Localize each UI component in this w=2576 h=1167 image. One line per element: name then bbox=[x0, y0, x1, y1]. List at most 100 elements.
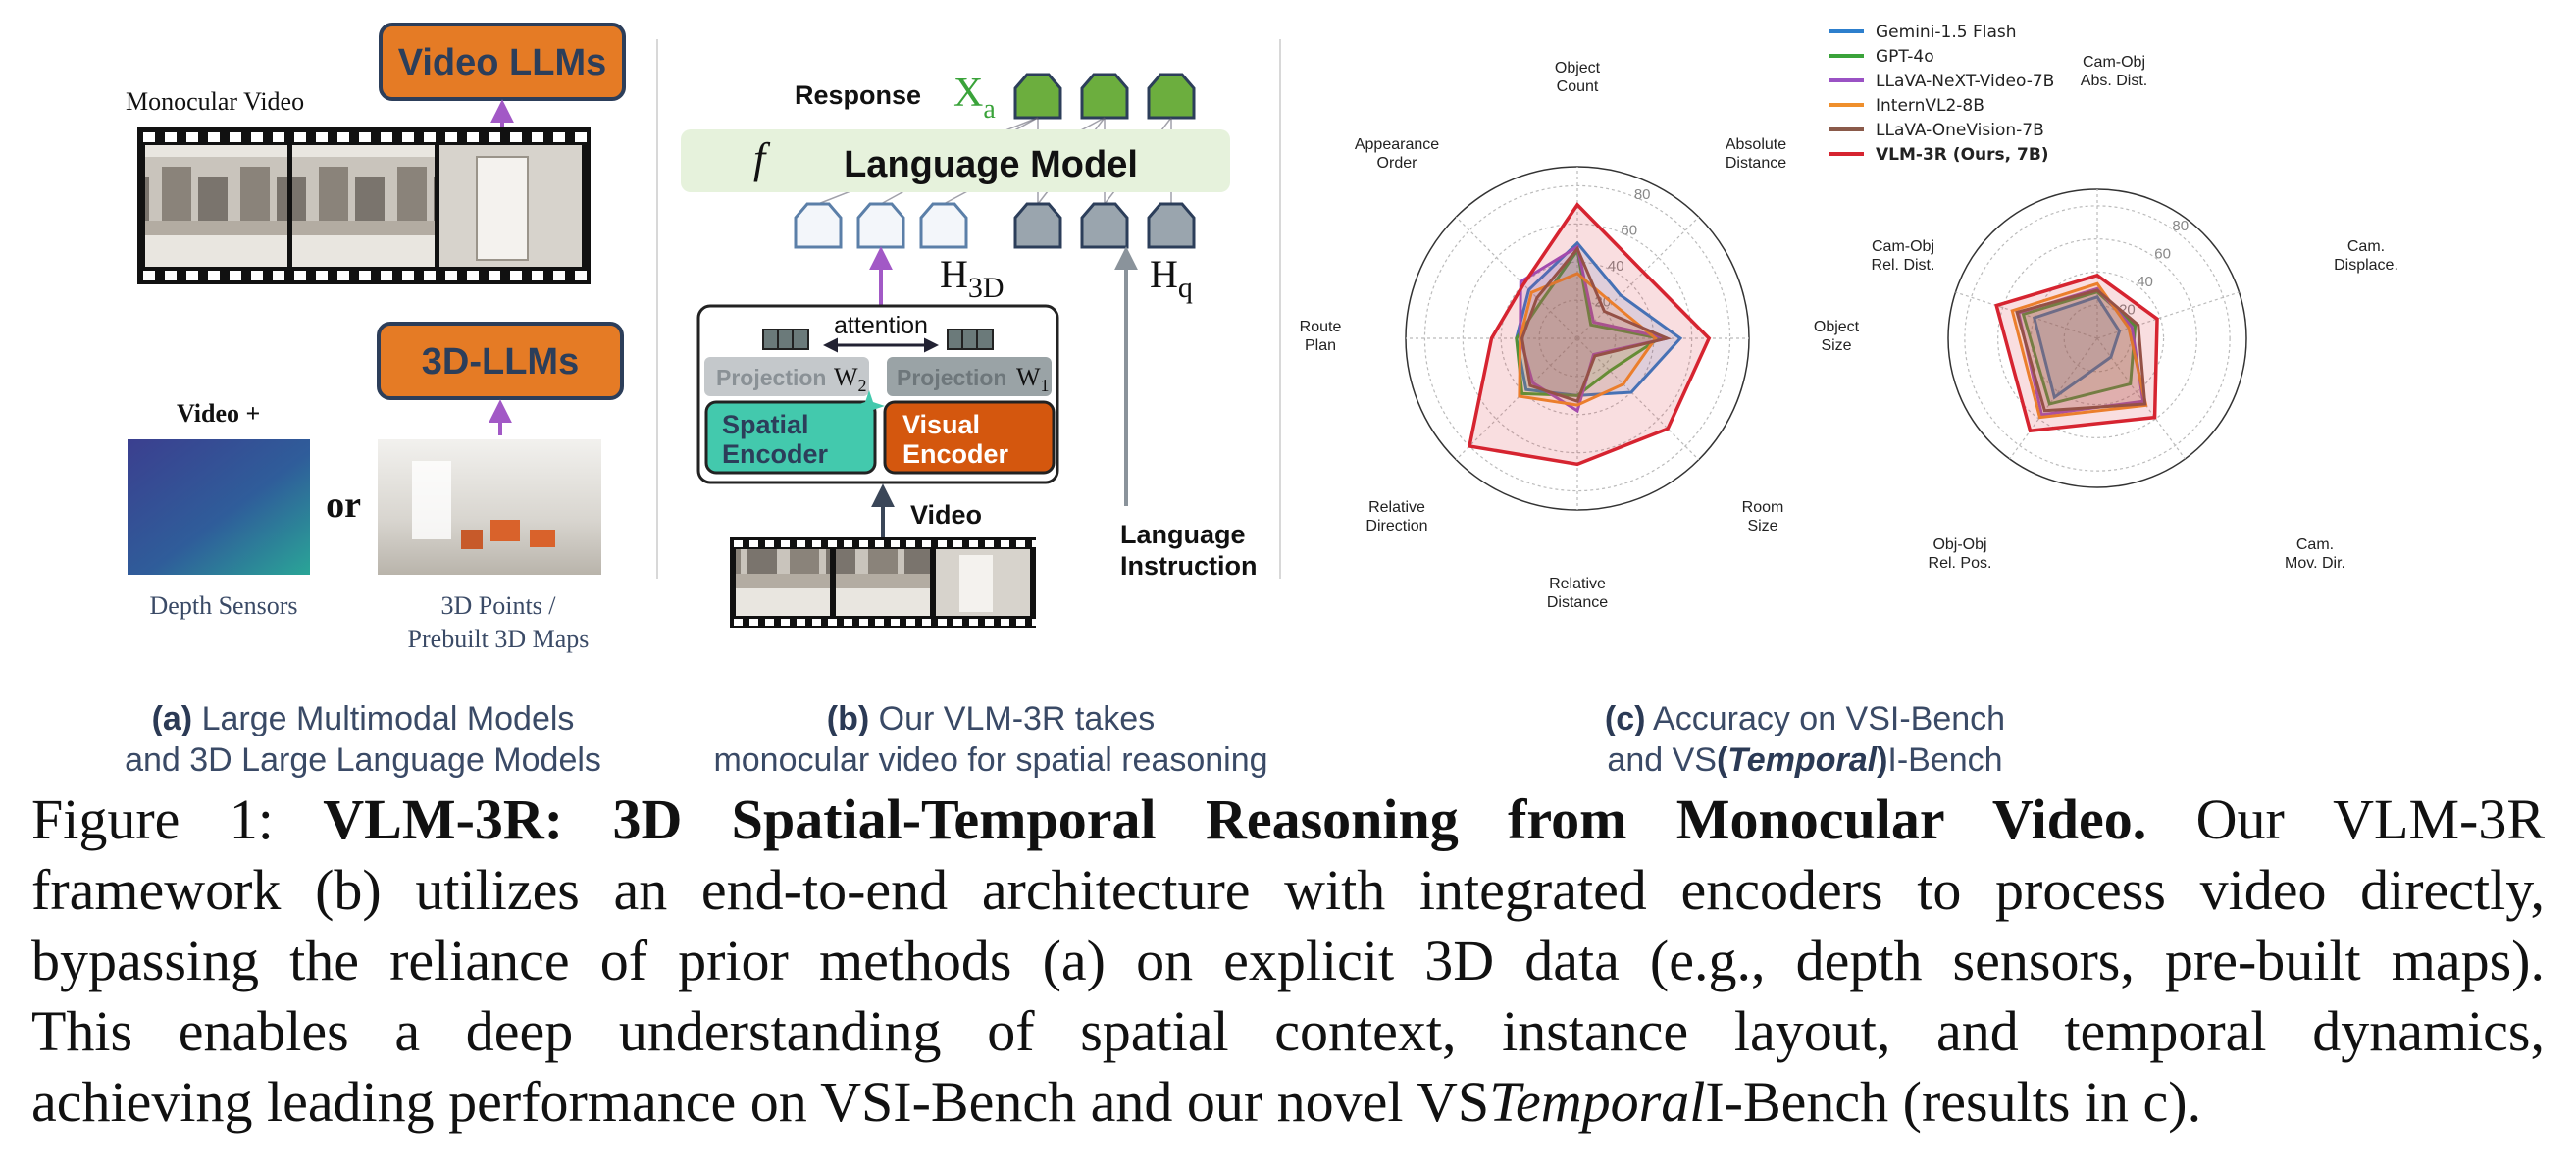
token bbox=[1147, 73, 1196, 120]
radar-axis-label: Cam. bbox=[2347, 238, 2385, 255]
radar-axis-label: Object bbox=[1555, 60, 1601, 76]
radar-series-gpt-4o bbox=[2021, 290, 2138, 406]
sprocket-hole bbox=[765, 619, 774, 626]
sprocket-hole bbox=[922, 619, 931, 626]
sprocket-hole bbox=[812, 619, 821, 626]
radar-tick-label: 80 bbox=[2172, 218, 2189, 234]
radar-tick-label: 60 bbox=[2154, 245, 2171, 262]
sprocket-hole bbox=[489, 132, 500, 142]
hq-label: Hq bbox=[1150, 252, 1193, 304]
radar-series-llava-next-video-7b bbox=[1519, 244, 1668, 414]
spark-icon bbox=[853, 390, 885, 422]
sprocket-hole bbox=[186, 132, 198, 142]
token bbox=[1080, 73, 1129, 120]
sprocket-hole bbox=[1001, 540, 1009, 547]
sprocket-hole bbox=[532, 271, 543, 280]
sprocket-hole bbox=[938, 619, 947, 626]
sprocket-hole bbox=[828, 619, 837, 626]
radar-series-gemini-1-5-flash bbox=[2032, 294, 2122, 400]
legend-entry: LLaVA-OneVision-7B bbox=[1876, 121, 2044, 140]
radar-axis-label: Plan bbox=[1305, 337, 1336, 354]
caption-line-4: This enables a deep understanding of spa… bbox=[31, 999, 2545, 1063]
sprocket-hole bbox=[316, 132, 328, 142]
caption-a: (a) Large Multimodal Models and 3D Large… bbox=[125, 700, 601, 779]
language-instruction-l2: Instruction bbox=[1120, 551, 1258, 581]
radar-axis-label: Absolute bbox=[1726, 136, 1786, 153]
caption-line-1: Figure 1: VLM-3R: 3D Spatial-Temporal Re… bbox=[31, 787, 2546, 851]
spatial-encoder-l2: Encoder bbox=[722, 439, 829, 469]
legend-entry: GPT-4o bbox=[1876, 47, 1934, 67]
radar-spoke bbox=[1576, 337, 1700, 461]
sprocket-hole bbox=[953, 540, 962, 547]
visual-encoder-l1: Visual bbox=[902, 410, 980, 439]
radar-spoke bbox=[2009, 337, 2098, 460]
radar-axis-label: Obj-Obj bbox=[1932, 536, 1986, 553]
w2-label: W2 bbox=[834, 363, 867, 395]
sprocket-hole bbox=[985, 619, 994, 626]
sprocket-hole bbox=[208, 271, 220, 280]
sprocket-hole bbox=[510, 271, 522, 280]
visual-encoder-box bbox=[883, 400, 1056, 475]
token bbox=[794, 202, 843, 249]
sprocket-hole bbox=[1016, 619, 1025, 626]
video-plus-label: Video + bbox=[177, 399, 260, 428]
sprocket-hole bbox=[1001, 619, 1009, 626]
radar-tick-label: 40 bbox=[2137, 274, 2153, 290]
language-model-label: Language Model bbox=[844, 144, 1138, 185]
panel-a: Video LLMs Monocular Video 3D-LLMs Video… bbox=[126, 23, 626, 653]
sprocket-hole bbox=[969, 540, 978, 547]
sprocket-hole bbox=[749, 540, 758, 547]
legend-entry: InternVL2-8B bbox=[1876, 96, 1984, 116]
monocular-video-label: Monocular Video bbox=[126, 87, 304, 116]
sprocket-hole bbox=[575, 271, 587, 280]
radar-series-vlm-3r-ours-7b- bbox=[1467, 202, 1712, 467]
sprocket-hole bbox=[891, 619, 900, 626]
sprocket-hole bbox=[251, 271, 263, 280]
radar-spoke bbox=[1455, 216, 1578, 339]
radar-series-vlm-3r-ours-7b- bbox=[1994, 273, 2159, 433]
legend-entry: LLaVA-NeXT-Video-7B bbox=[1876, 72, 2054, 91]
sprocket-hole bbox=[337, 271, 349, 280]
projection-w2-box bbox=[704, 357, 869, 396]
radar-axis-label: Distance bbox=[1547, 594, 1608, 611]
depth-sensor-image bbox=[128, 439, 310, 575]
radar-axis-label: Cam. bbox=[2296, 536, 2334, 553]
radar-axis-label: Route bbox=[1300, 319, 1342, 335]
panel-b: Response Xa f Language Model H3D Hq atte… bbox=[681, 71, 1258, 628]
sprocket-hole bbox=[273, 271, 284, 280]
sprocket-hole bbox=[953, 619, 962, 626]
token bbox=[1147, 202, 1196, 249]
sprocket-hole bbox=[467, 132, 479, 142]
prebuilt-maps-label: Prebuilt 3D Maps bbox=[408, 625, 590, 653]
chart-legend: Gemini-1.5 FlashGPT-4oLLaVA-NeXT-Video-7… bbox=[1829, 23, 2054, 165]
caption-line-3: bypassing the reliance of prior methods … bbox=[31, 929, 2545, 992]
video-llms-label: Video LLMs bbox=[398, 42, 607, 83]
sprocket-hole bbox=[230, 132, 241, 142]
sprocket-hole bbox=[337, 132, 349, 142]
radar-grid-ring bbox=[1423, 184, 1731, 492]
legend-entry: VLM-3R (Ours, 7B) bbox=[1876, 145, 2049, 165]
radar-axis-label: Rel. Dist. bbox=[1872, 257, 1935, 274]
sprocket-hole bbox=[891, 540, 900, 547]
sprocket-hole bbox=[230, 271, 241, 280]
sprocket-hole bbox=[467, 271, 479, 280]
caption-line-2: framework (b) utilizes an end-to-end arc… bbox=[31, 858, 2545, 922]
sprocket-hole bbox=[1032, 540, 1041, 547]
radar-series-llava-onevision-7b bbox=[1520, 245, 1673, 404]
xa-label: Xa bbox=[953, 71, 996, 125]
sprocket-hole bbox=[424, 132, 436, 142]
projection-w1-box bbox=[887, 357, 1052, 396]
visual-encoder-l2: Encoder bbox=[902, 439, 1009, 469]
sprocket-hole bbox=[424, 271, 436, 280]
sprocket-hole bbox=[1016, 540, 1025, 547]
sprocket-hole bbox=[402, 271, 414, 280]
sprocket-hole bbox=[294, 271, 306, 280]
sprocket-hole bbox=[553, 271, 565, 280]
language-model-band bbox=[681, 129, 1230, 192]
radar-axis-label: Abs. Dist. bbox=[2081, 73, 2147, 89]
sprocket-hole bbox=[165, 271, 177, 280]
radar-axis-label: Cam-Obj bbox=[2083, 54, 2145, 71]
sprocket-hole bbox=[781, 540, 790, 547]
